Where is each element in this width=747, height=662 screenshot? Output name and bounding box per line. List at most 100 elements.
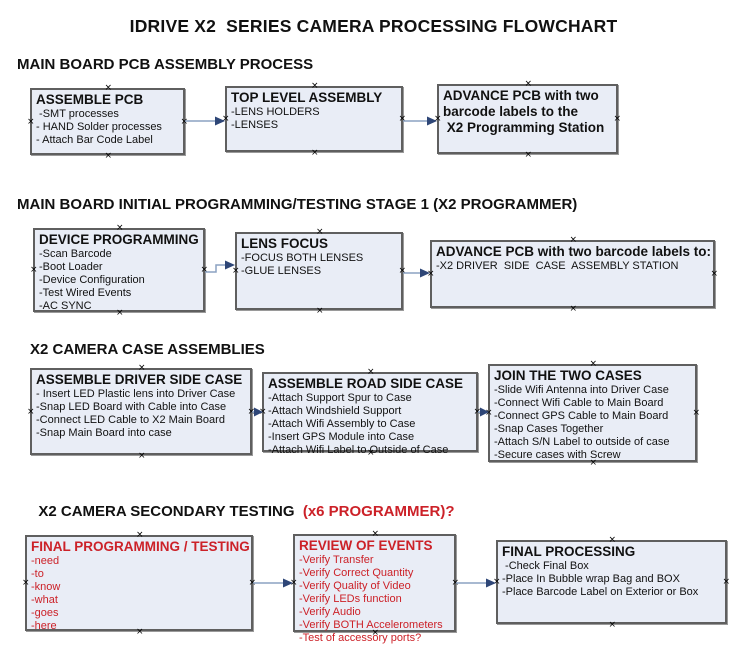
box-line: -Place In Bubble wrap Bag and BOX: [502, 573, 680, 585]
section-heading-3: X2 CAMERA CASE ASSEMBLIES: [30, 341, 265, 358]
connection-handle-icon: ×: [710, 269, 718, 279]
box-lines: - Insert LED Plastic lens into Driver Ca…: [36, 388, 246, 440]
box-line: -Verify LEDs function: [299, 593, 402, 605]
flow-box-advance-pcb-programming-station: ADVANCE PCB with two barcode labels to t…: [434, 80, 621, 160]
box-line: -Scan Barcode: [39, 248, 112, 260]
connection-handle-icon: ×: [22, 578, 30, 588]
box-line: -Attach Support Spur to Case: [268, 392, 412, 404]
box-line: -X2 DRIVER SIDE CASE ASSEMBLY STATION: [436, 260, 679, 272]
connection-handle-icon: ×: [27, 116, 35, 127]
connection-handle-icon: ×: [524, 150, 533, 160]
section-heading-4: X2 CAMERA SECONDARY TESTING (x6 PROGRAMM…: [30, 486, 454, 520]
box-title: REVIEW OF EVENTS: [299, 538, 433, 553]
connection-handle-icon: ×: [30, 265, 38, 275]
connector-arrow: [403, 268, 430, 278]
connection-handle-icon: ×: [434, 114, 442, 124]
connection-handle-icon: ×: [524, 79, 533, 89]
box-lines: -Verify Transfer-Verify Correct Quantity…: [299, 554, 450, 645]
box-line: -Verify Audio: [299, 606, 361, 618]
box-line: -Attach S/N Label to outside of case: [494, 436, 670, 448]
page-title: IDRIVE X2 SERIES CAMERA PROCESSING FLOWC…: [129, 16, 618, 36]
box-line: -Snap Cases Together: [494, 423, 604, 435]
box-line: - HAND Solder processes: [36, 121, 162, 133]
box-line: -Attach Wifi Assembly to Case: [268, 418, 416, 430]
connection-handle-icon: ×: [247, 406, 255, 417]
connection-handle-icon: ×: [608, 620, 617, 630]
box-title: ASSEMBLE PCB: [36, 92, 144, 107]
connection-handle-icon: ×: [367, 367, 375, 377]
box-title: ADVANCE PCB with two barcode labels to:: [436, 244, 712, 259]
connection-handle-icon: ×: [473, 407, 481, 417]
connection-handle-icon: ×: [722, 577, 730, 587]
connection-handle-icon: ×: [104, 151, 113, 161]
flow-box-assemble-driver-side-case: ASSEMBLE DRIVER SIDE CASE - Insert LED P…: [27, 364, 255, 461]
connection-handle-icon: ×: [259, 407, 267, 417]
connection-handle-icon: ×: [136, 530, 144, 540]
connection-handle-icon: ×: [138, 363, 146, 373]
box-title: FINAL PROGRAMMING / TESTING: [31, 539, 250, 554]
box-line: -Verify Correct Quantity: [299, 567, 414, 579]
box-lines: -Slide Wifi Antenna into Driver Case-Con…: [494, 384, 691, 462]
box-line: -Secure cases with Screw: [494, 449, 621, 461]
connection-handle-icon: ×: [589, 359, 598, 369]
connection-handle-icon: ×: [116, 223, 124, 233]
box-lines: -FOCUS BOTH LENSES-GLUE LENSES: [241, 252, 397, 278]
box-lines: -LENS HOLDERS-LENSES: [231, 106, 397, 132]
box-line: -Device Configuration: [39, 274, 145, 286]
connection-handle-icon: ×: [493, 577, 501, 587]
box-title: ADVANCE PCB with two: [443, 88, 599, 103]
box-title: LENS FOCUS: [241, 236, 329, 251]
connector-arrow: [403, 116, 437, 126]
connection-handle-icon: ×: [222, 114, 230, 124]
box-line: -Test of accessory ports?: [299, 632, 422, 644]
connection-handle-icon: ×: [569, 304, 578, 314]
flow-box-device-programming: DEVICE PROGRAMMING -Scan Barcode-Boot Lo…: [30, 224, 208, 318]
connection-handle-icon: ×: [398, 114, 406, 124]
flow-box-top-level-assembly: TOP LEVEL ASSEMBLY -LENS HOLDERS-LENSES …: [222, 82, 406, 158]
connection-handle-icon: ×: [180, 116, 188, 127]
box-title: ASSEMBLE ROAD SIDE CASE: [268, 376, 464, 391]
section-heading-1: MAIN BOARD PCB ASSEMBLY PROCESS: [17, 56, 314, 73]
flow-box-review-of-events: REVIEW OF EVENTS -Verify Transfer-Verify…: [290, 530, 459, 645]
flow-box-join-the-two-cases: JOIN THE TWO CASES -Slide Wifi Antenna i…: [485, 360, 700, 468]
box-line: -LENSES: [231, 119, 279, 131]
box-title: JOIN THE TWO CASES: [494, 368, 642, 383]
box-line: X2 Programming Station: [443, 120, 605, 135]
box-line: -SMT processes: [36, 108, 119, 120]
box-line: barcode labels to the: [443, 104, 579, 119]
box-line: -Verify BOTH Accelerometers: [299, 619, 443, 631]
box-line: -Test Wired Events: [39, 287, 132, 299]
box-line: -Boot Loader: [39, 261, 103, 273]
connection-handle-icon: ×: [138, 451, 146, 461]
box-line: - Insert LED Plastic lens into Driver Ca…: [36, 388, 236, 400]
box-line: -Attach Windshield Support: [268, 405, 402, 417]
flow-box-final-programming-testing: FINAL PROGRAMMING / TESTING -need-to-kno…: [22, 531, 256, 637]
connection-handle-icon: ×: [232, 266, 240, 276]
connection-handle-icon: ×: [371, 529, 380, 539]
connection-handle-icon: ×: [311, 148, 319, 158]
box-line: -goes: [31, 607, 59, 619]
box-lines: -X2 DRIVER SIDE CASE ASSEMBLY STATION: [436, 260, 709, 273]
flow-box-lens-focus: LENS FOCUS -FOCUS BOTH LENSES-GLUE LENSE…: [232, 228, 406, 316]
connection-handle-icon: ×: [608, 535, 617, 545]
box-line: -here: [31, 620, 57, 632]
box-line: -Check Final Box: [502, 560, 589, 572]
box-lines: -Check Final Box-Place In Bubble wrap Ba…: [502, 560, 721, 599]
connection-handle-icon: ×: [613, 114, 621, 124]
connection-handle-icon: ×: [290, 578, 298, 588]
box-line: -FOCUS BOTH LENSES: [241, 252, 364, 264]
box-line: - Attach Bar Code Label: [36, 134, 153, 146]
box-line: -need: [31, 555, 60, 567]
box-line: -know: [31, 581, 61, 593]
connection-handle-icon: ×: [398, 266, 406, 276]
box-line: -Attach Wifi Label to Outside of Case: [268, 444, 449, 456]
connection-handle-icon: ×: [316, 227, 324, 237]
connection-handle-icon: ×: [248, 578, 256, 588]
box-lines: -Attach Support Spur to Case-Attach Wind…: [268, 392, 472, 457]
box-line: -to: [31, 568, 44, 580]
flow-box-assemble-road-side-case: ASSEMBLE ROAD SIDE CASE -Attach Support …: [259, 368, 481, 458]
connection-handle-icon: ×: [451, 578, 459, 588]
box-line: -Connect LED Cable to X2 Main Board: [36, 414, 225, 426]
box-title: TOP LEVEL ASSEMBLY: [231, 90, 383, 105]
connection-handle-icon: ×: [200, 265, 208, 275]
